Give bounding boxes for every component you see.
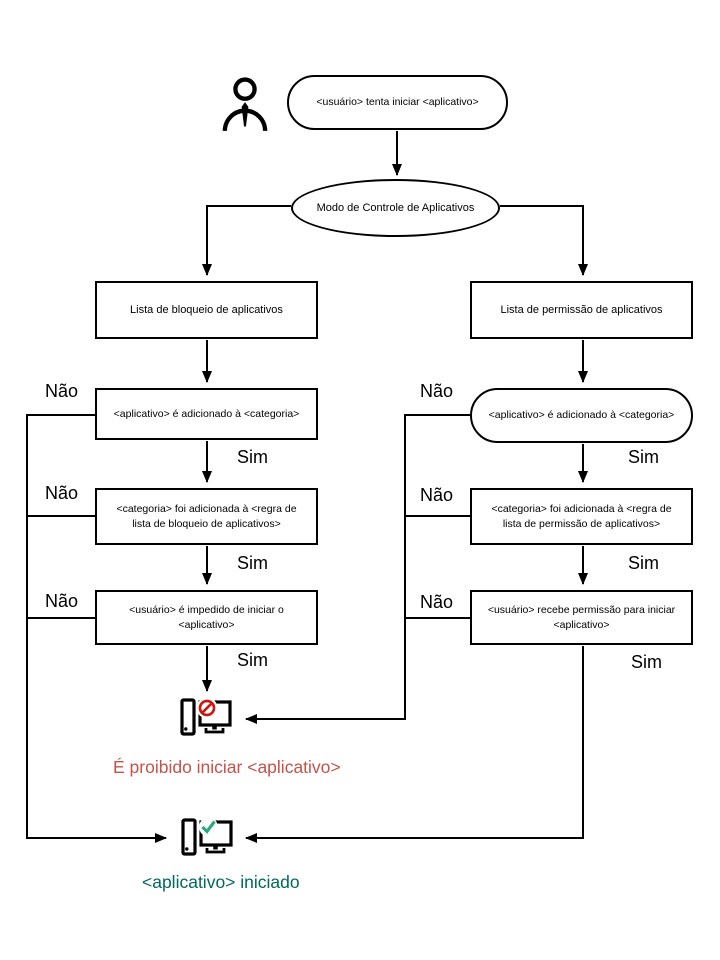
- node-user-blocked-label: <usuário> é impedido de iniciar o <aplic…: [129, 603, 284, 631]
- label-nao-right-2: Não: [420, 485, 454, 505]
- node-category-in-allow-rule-label: <categoria> foi adicionada à <regra de l…: [491, 502, 672, 530]
- label-sim-left-1: Sim: [237, 447, 268, 467]
- node-blocklist-label: Lista de bloqueio de aplicativos: [130, 303, 283, 316]
- node-user-allowed-label: <usuário> recebe permissão para iniciar …: [487, 603, 676, 631]
- outcome-blocked-caption: É proibido iniciar <aplicativo>: [113, 757, 341, 777]
- node-app-in-category-left-label: <aplicativo> é adicionado à <categoria>: [113, 407, 300, 420]
- edge-nao-left-collector: [26, 414, 167, 843]
- node-app-in-category-left: <aplicativo> é adicionado à <categoria>: [95, 388, 318, 440]
- computer-started-icon: [181, 817, 233, 863]
- edge-mode-to-blocklist: [202, 205, 291, 276]
- label-nao-left-1: Não: [45, 381, 79, 401]
- node-app-in-category-right-label: <aplicativo> é adicionado à <categoria>: [488, 409, 675, 421]
- node-allowlist-label: Lista de permissão de aplicativos: [500, 303, 663, 316]
- node-category-in-allow-rule: <categoria> foi adicionada à <regra de l…: [470, 488, 693, 545]
- node-start: <usuário> tenta iniciar <aplicativo>: [287, 75, 508, 130]
- edge-mode-to-allowlist: [500, 205, 588, 276]
- outcome-started-caption: <aplicativo> iniciado: [142, 872, 300, 892]
- person-icon: [222, 76, 268, 132]
- node-category-in-block-rule: <categoria> foi adicionada à <regra de l…: [95, 488, 318, 545]
- label-nao-right-3: Não: [420, 592, 454, 612]
- label-sim-right-2: Sim: [628, 553, 659, 573]
- label-sim-left-3: Sim: [237, 650, 268, 670]
- node-start-label: <usuário> tenta iniciar <aplicativo>: [316, 96, 479, 108]
- label-sim-right-1: Sim: [628, 447, 659, 467]
- computer-blocked-icon: [180, 697, 232, 743]
- node-user-allowed: <usuário> recebe permissão para iniciar …: [470, 590, 693, 645]
- label-sim-left-2: Sim: [237, 553, 268, 573]
- label-sim-right-3: Sim: [631, 652, 662, 672]
- label-nao-left-2: Não: [45, 483, 79, 503]
- edge-sim-right-to-started: [245, 646, 584, 843]
- node-category-in-block-rule-label: <categoria> foi adicionada à <regra de l…: [116, 502, 297, 530]
- edge-nao-right-collector: [245, 414, 470, 724]
- node-user-blocked: <usuário> é impedido de iniciar o <aplic…: [95, 590, 318, 645]
- node-control-mode-label: Modo de Controle de Aplicativos: [316, 201, 475, 214]
- node-control-mode: Modo de Controle de Aplicativos: [291, 179, 500, 237]
- node-blocklist: Lista de bloqueio de aplicativos: [95, 281, 318, 339]
- label-nao-left-3: Não: [45, 591, 79, 611]
- node-allowlist: Lista de permissão de aplicativos: [470, 281, 693, 339]
- node-app-in-category-right: <aplicativo> é adicionado à <categoria>: [470, 388, 693, 443]
- label-nao-right-1: Não: [420, 381, 454, 401]
